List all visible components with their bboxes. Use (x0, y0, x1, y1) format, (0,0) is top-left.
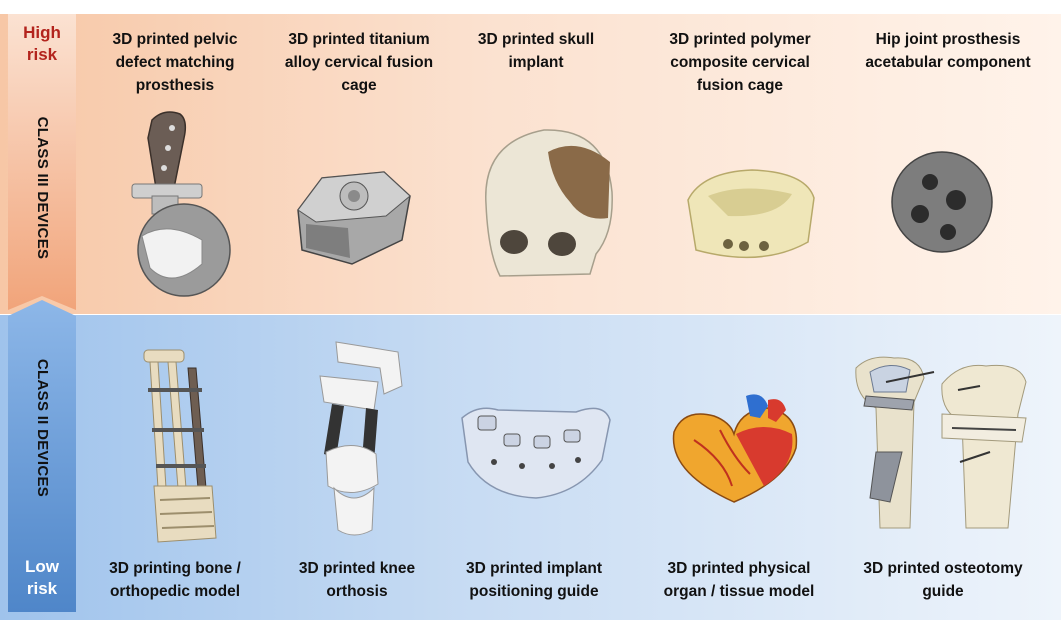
arrow-top-segment (8, 14, 76, 310)
heart-model-icon (672, 394, 798, 503)
risk-arrow (8, 14, 76, 612)
acetabular-cup-icon (891, 151, 993, 253)
titanium-cage-icon (297, 171, 411, 265)
pelvic-prosthesis-icon (131, 111, 231, 297)
bone-model-icon (143, 349, 217, 543)
polymer-cage-icon (687, 169, 815, 259)
osteotomy-guide-icon (855, 356, 1027, 529)
high-risk-label: High risk (23, 23, 61, 64)
implant-guide-icon (461, 407, 611, 499)
class-ii-label: CLASS II DEVICES (34, 358, 51, 498)
item-title-bone-model: 3D printing bone /orthopedic model (109, 560, 241, 600)
arrow-bottom-segment (8, 300, 76, 612)
low-risk-label: Low risk (25, 557, 59, 598)
class-iii-label: CLASS III DEVICES (34, 116, 51, 260)
knee-orthosis-icon (319, 341, 403, 536)
skull-implant-icon (485, 129, 613, 277)
